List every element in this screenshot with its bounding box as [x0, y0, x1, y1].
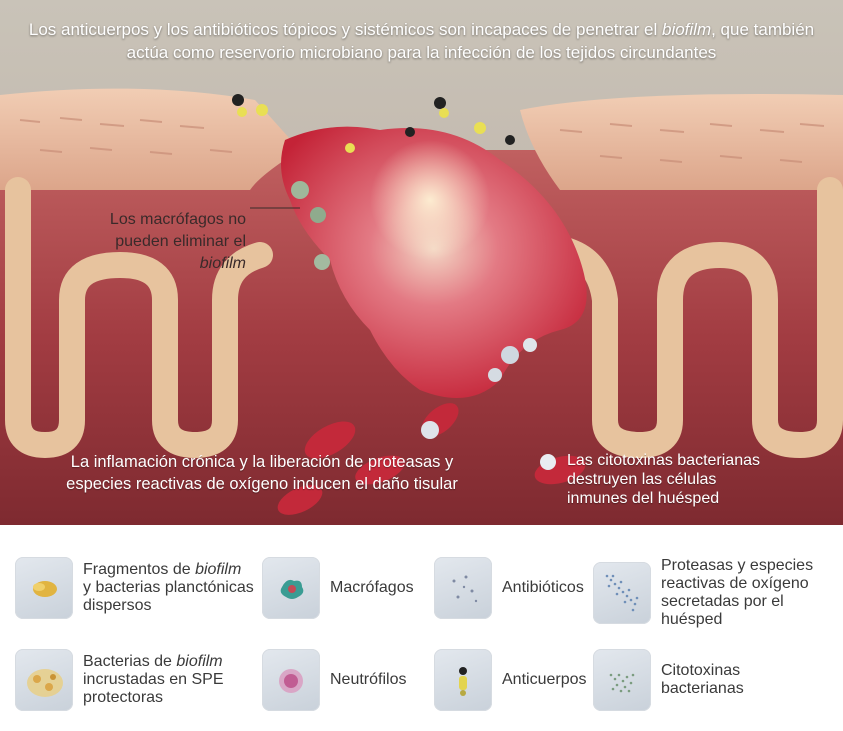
legend-label-neutrophils: Neutrófilos [330, 671, 406, 689]
caption-cytotoxins: Las citotoxinas bacterianas destruyen la… [567, 451, 807, 508]
legend-label-fragments: Fragmentos de biofilm y bacterias planct… [83, 561, 254, 615]
legend-item-antibodies: Anticuerpos [434, 649, 587, 711]
legend-label-antibiotics: Antibióticos [502, 579, 584, 597]
epidermis-right [520, 94, 843, 190]
legend-item-bacteria: Bacterias de biofilm incrustadas en SPE … [15, 649, 224, 711]
cytotoxin-icon [593, 649, 651, 711]
legend-label-proteases: Proteasas y especies reactivas de oxígen… [661, 557, 843, 629]
antibiotic-icon [434, 557, 492, 619]
neutrophil-icon [262, 649, 320, 711]
legend-item-proteases: Proteasas y especies reactivas de oxígen… [593, 557, 843, 629]
legend-item-neutrophils: Neutrófilos [262, 649, 406, 711]
protease-icon [593, 562, 651, 624]
macrophage-icon [262, 557, 320, 619]
legend: Fragmentos de biofilm y bacterias planct… [0, 525, 843, 731]
biofilm-bacteria-icon [15, 649, 73, 711]
caption-inflammation: La inflamación crónica y la liberación d… [32, 451, 492, 495]
legend-item-fragments: Fragmentos de biofilm y bacterias planct… [15, 557, 254, 619]
biofilm-fragment-icon [15, 557, 73, 619]
caption-antibiotics: Los anticuerpos y los antibióticos tópic… [10, 18, 833, 64]
caption-macrophages: Los macrófagos no pueden eliminar el bio… [60, 209, 246, 275]
biofilm-illustration: Los anticuerpos y los antibióticos tópic… [0, 0, 843, 525]
legend-label-cytotoxins: Citotoxinas bacterianas [661, 662, 744, 698]
antibody-icon [434, 649, 492, 711]
legend-item-macrophages: Macrófagos [262, 557, 414, 619]
legend-item-antibiotics: Antibióticos [434, 557, 584, 619]
legend-label-antibodies: Anticuerpos [502, 671, 587, 689]
legend-label-macrophages: Macrófagos [330, 579, 414, 597]
legend-label-bacteria: Bacterias de biofilm incrustadas en SPE … [83, 653, 224, 707]
biofilm-glow [370, 140, 490, 260]
epidermis-left [0, 89, 300, 190]
legend-item-cytotoxins: Citotoxinas bacterianas [593, 649, 744, 711]
